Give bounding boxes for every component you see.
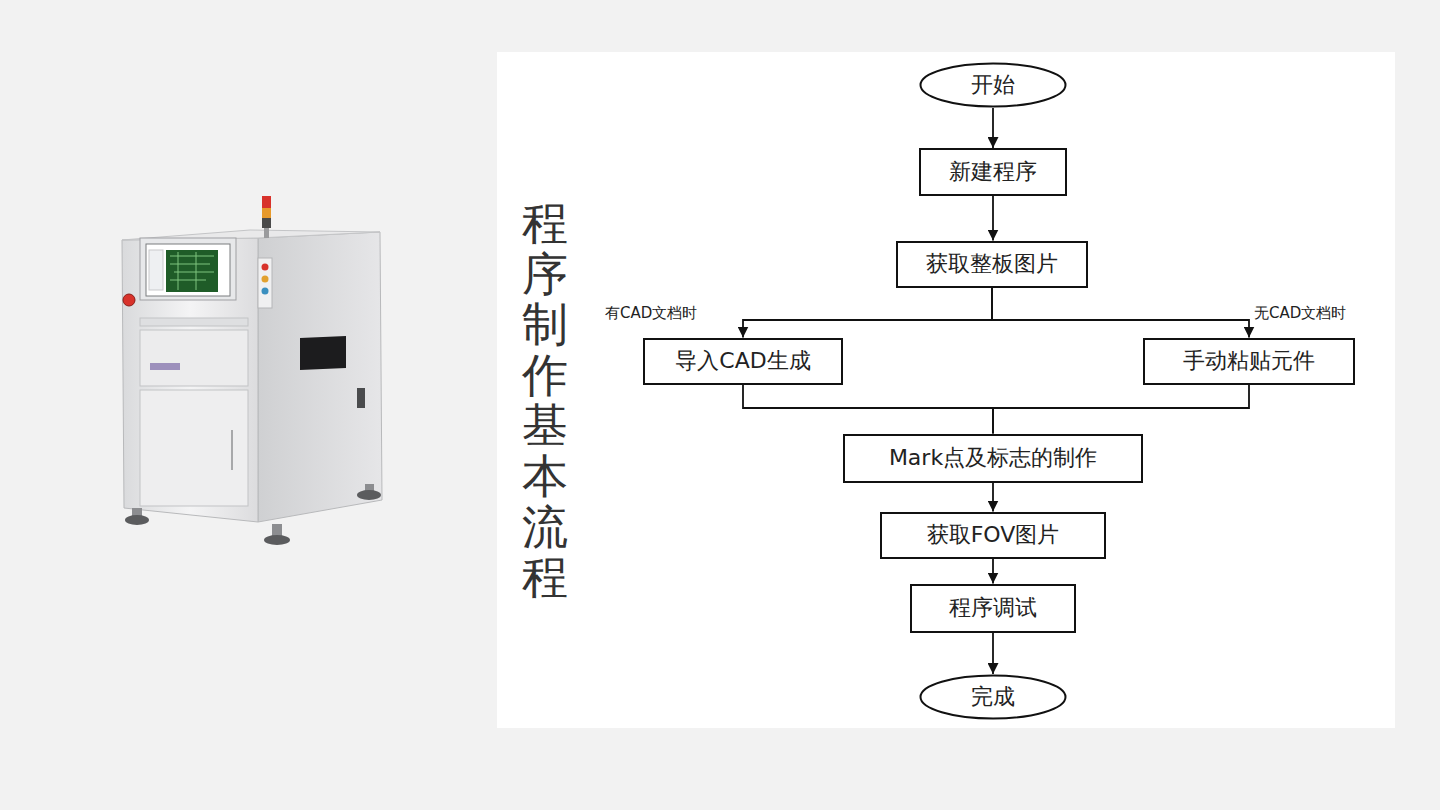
flow-connector xyxy=(992,633,994,675)
flow-connector xyxy=(992,559,994,584)
node-text: 获取FOV图片 xyxy=(927,522,1060,548)
flow-connector xyxy=(992,288,1249,338)
terminal-ellipse: 开始 xyxy=(919,62,1067,108)
flow-connector xyxy=(743,385,993,434)
process-box: 获取整板图片 xyxy=(896,241,1088,288)
process-box: 程序调试 xyxy=(910,584,1076,633)
node-text: 完成 xyxy=(971,684,1015,710)
node-text: 获取整板图片 xyxy=(926,251,1058,277)
node-text: 新建程序 xyxy=(949,159,1037,185)
flow-connector xyxy=(993,385,1249,434)
process-box: Mark点及标志的制作 xyxy=(843,434,1143,483)
node-text: 手动粘贴元件 xyxy=(1183,348,1315,374)
process-box: 新建程序 xyxy=(919,148,1067,196)
node-text: 开始 xyxy=(971,72,1015,98)
process-box: 手动粘贴元件 xyxy=(1143,338,1355,385)
process-box: 获取FOV图片 xyxy=(880,512,1106,559)
condition-note: 无CAD文档时 xyxy=(1252,304,1348,323)
node-text: 导入CAD生成 xyxy=(675,348,810,374)
vertical-title: 程序制作基本流程 xyxy=(522,198,568,603)
node-text: Mark点及标志的制作 xyxy=(889,445,1097,471)
process-box: 导入CAD生成 xyxy=(643,338,843,385)
flow-connector xyxy=(992,108,994,148)
condition-note: 有CAD文档时 xyxy=(603,304,699,323)
flow-connector xyxy=(992,196,994,241)
node-text: 程序调试 xyxy=(949,595,1037,621)
flow-connector xyxy=(743,288,992,338)
terminal-ellipse: 完成 xyxy=(919,674,1067,720)
flow-connector xyxy=(992,483,994,512)
